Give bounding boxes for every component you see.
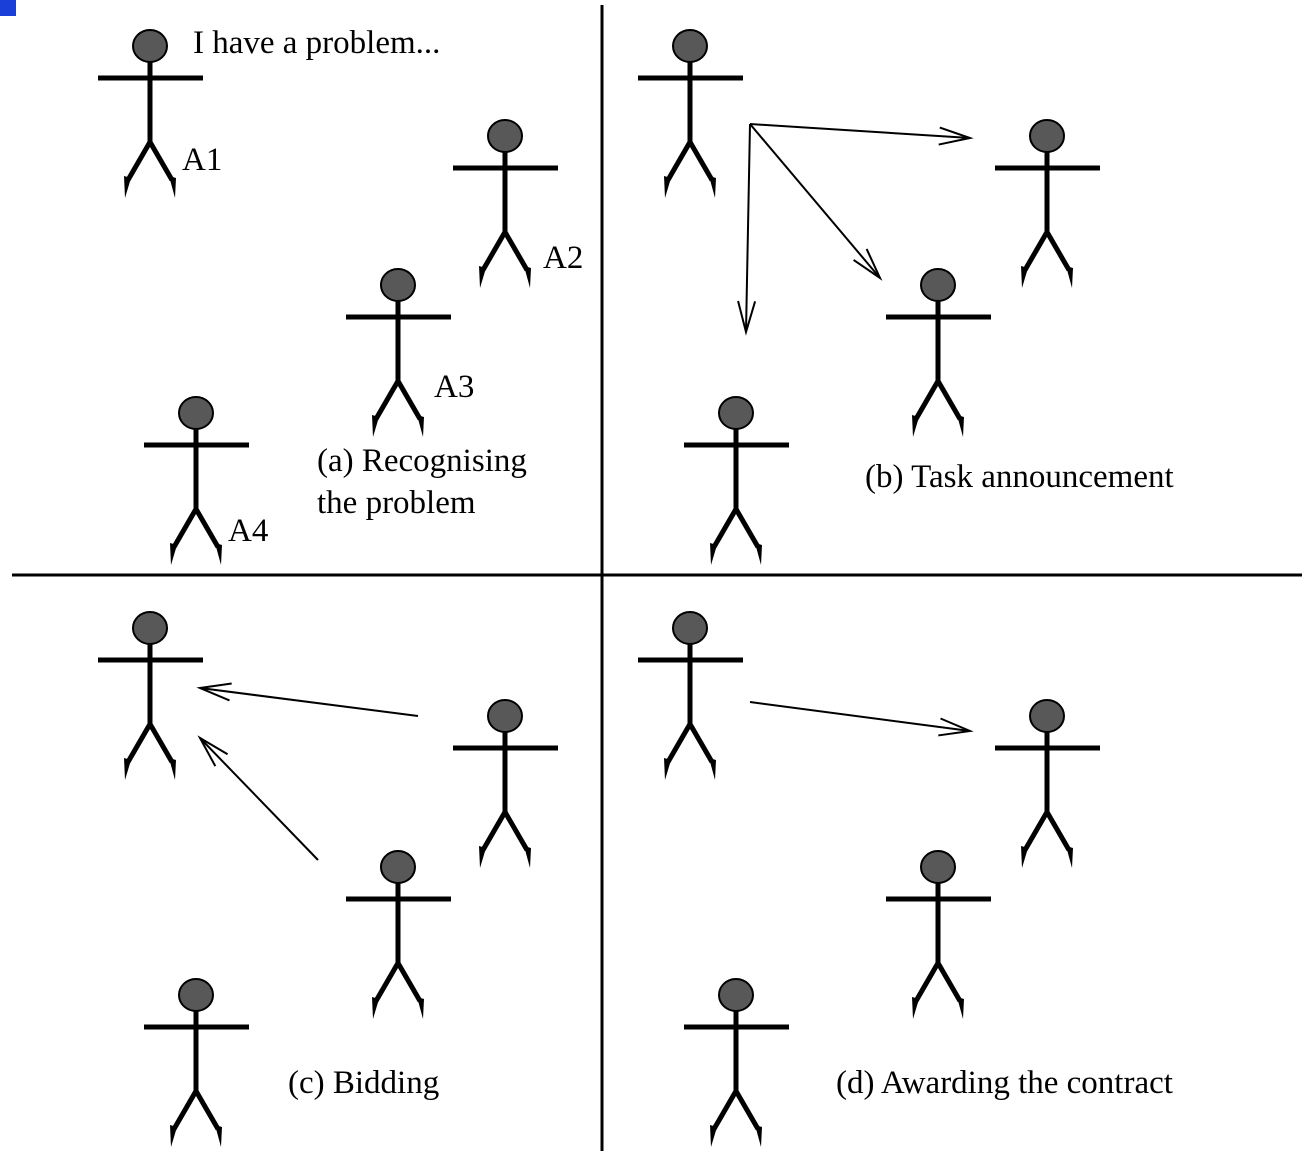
head-icon <box>672 611 708 645</box>
caption-c: (c) Bidding <box>288 1065 439 1101</box>
message-arrows <box>196 123 974 861</box>
head-icon <box>487 699 523 733</box>
agent-label-a1: A1 <box>182 142 222 178</box>
bid-arrow-from-a3 <box>197 735 319 861</box>
caption-d: (d) Awarding the contract <box>836 1065 1173 1101</box>
agent-c1-stick-figure <box>98 611 203 780</box>
head-icon <box>487 119 523 153</box>
bid-arrow-from-a2 <box>196 682 419 717</box>
arrowhead-icon <box>853 248 883 281</box>
speech-text: I have a problem... <box>193 25 440 61</box>
agent-a4-stick-figure <box>144 396 249 565</box>
agent-b1-stick-figure <box>638 29 743 198</box>
agent-b2-stick-figure <box>995 119 1100 288</box>
agent-figures <box>98 29 1100 1147</box>
head-icon <box>718 978 754 1012</box>
agent-d4-stick-figure <box>684 978 789 1147</box>
agent-a2-stick-figure <box>453 119 558 288</box>
head-icon <box>718 396 754 430</box>
agent-b4-stick-figure <box>684 396 789 565</box>
corner-link-mark <box>0 0 16 16</box>
arrowhead-icon <box>938 717 974 737</box>
head-icon <box>380 268 416 302</box>
announce-arrow-to-a3 <box>749 123 883 281</box>
award-arrow-to-a2 <box>749 701 974 737</box>
agent-c4-stick-figure <box>144 978 249 1147</box>
agent-c2-stick-figure <box>453 699 558 868</box>
head-icon <box>132 29 168 63</box>
agent-d1-stick-figure <box>638 611 743 780</box>
head-icon <box>132 611 168 645</box>
agent-b3-stick-figure <box>886 268 991 437</box>
head-icon <box>920 850 956 884</box>
head-icon <box>1029 699 1065 733</box>
announce-arrow-to-a2 <box>749 123 974 146</box>
head-icon <box>672 29 708 63</box>
head-icon <box>178 978 214 1012</box>
agent-label-a4: A4 <box>228 513 268 549</box>
head-icon <box>1029 119 1065 153</box>
caption-b: (b) Task announcement <box>865 459 1174 495</box>
arrowhead-icon <box>938 126 974 146</box>
arrowhead-icon <box>197 735 229 767</box>
arrowhead-icon <box>737 300 757 336</box>
announce-arrow-to-a4 <box>737 123 757 336</box>
agent-label-a2: A2 <box>543 240 583 276</box>
agent-d2-stick-figure <box>995 699 1100 868</box>
agent-a1-stick-figure <box>98 29 203 198</box>
agent-d3-stick-figure <box>886 850 991 1019</box>
caption-a-line2: the problem <box>317 485 476 521</box>
arrowhead-icon <box>196 682 232 702</box>
head-icon <box>920 268 956 302</box>
caption-a-line1: (a) Recognising <box>317 443 527 479</box>
agent-c3-stick-figure <box>346 850 451 1019</box>
head-icon <box>178 396 214 430</box>
agent-a3-stick-figure <box>346 268 451 437</box>
agent-label-a3: A3 <box>434 369 474 405</box>
head-icon <box>380 850 416 884</box>
